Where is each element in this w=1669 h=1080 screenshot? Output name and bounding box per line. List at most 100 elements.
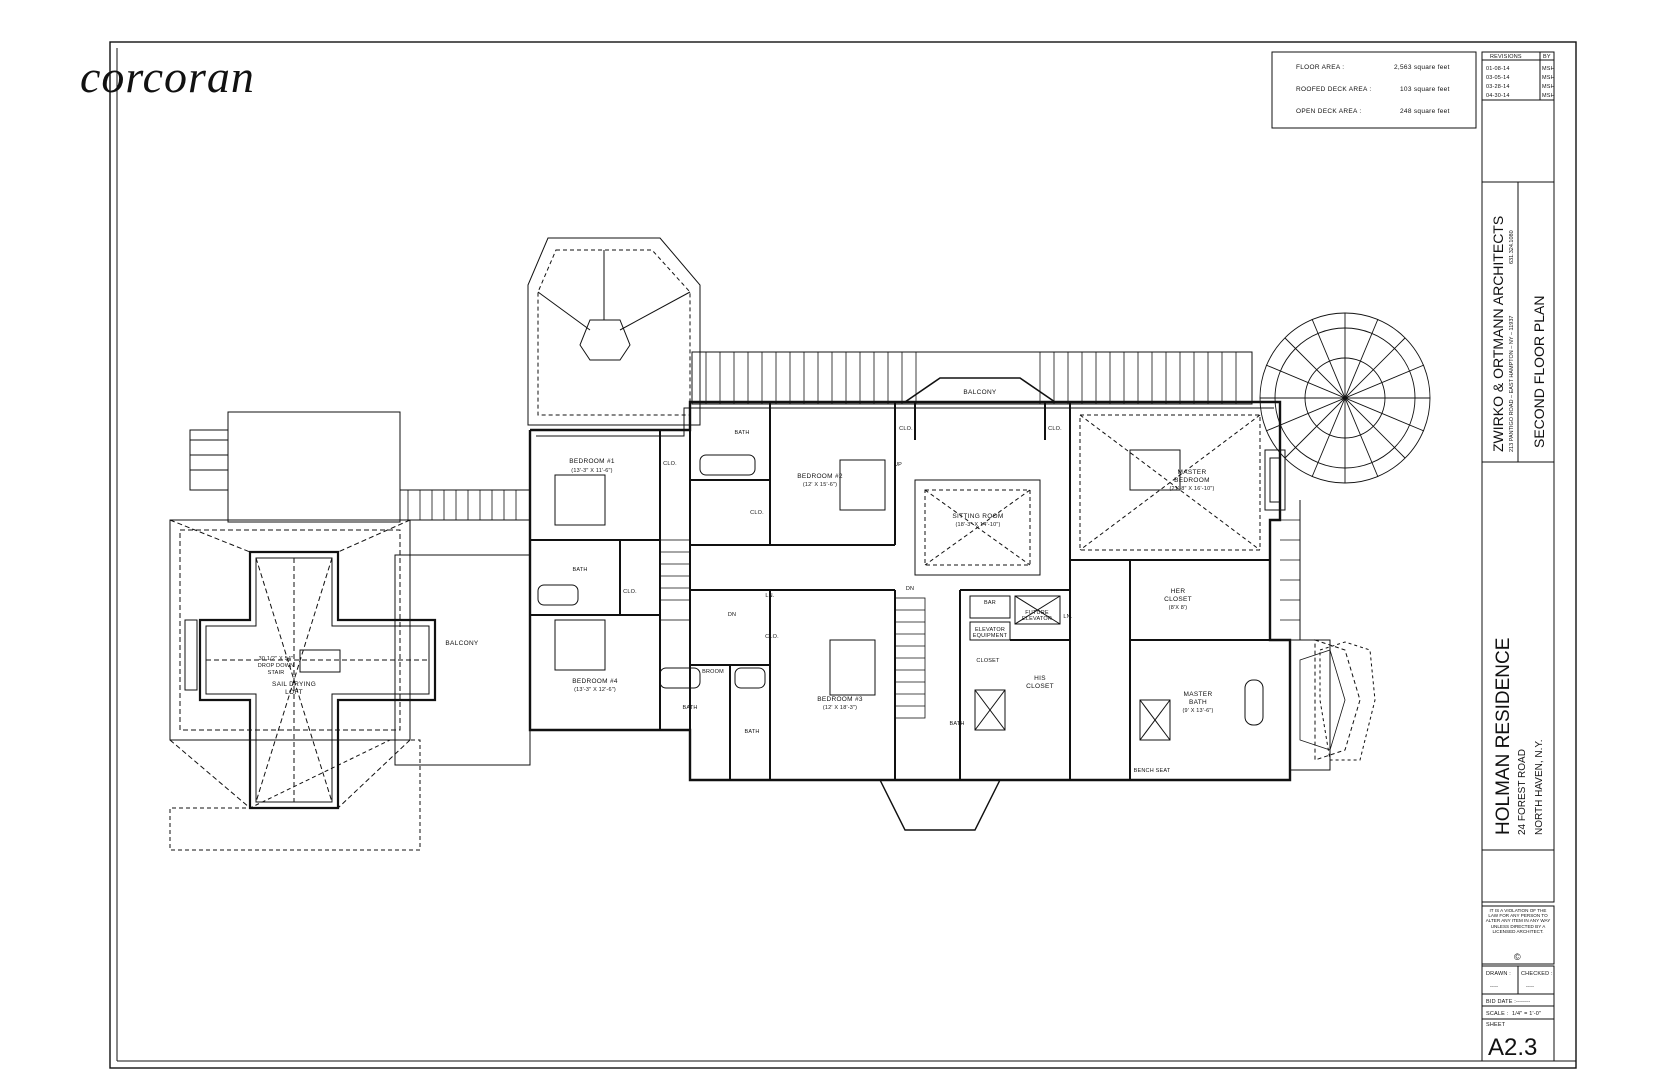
revision-date: 01-08-14 <box>1486 66 1510 72</box>
north-deck <box>227 411 401 523</box>
stair-up-label: UP <box>894 462 902 468</box>
top-balcony <box>904 377 1056 403</box>
revision-by: MSH <box>1542 93 1555 99</box>
project-town: NORTH HAVEN, N.Y. <box>1534 739 1545 835</box>
roofed-deck-value: 103 square feet <box>1400 86 1450 93</box>
master-tub <box>1244 679 1264 726</box>
checked-value: ---- <box>1526 984 1534 990</box>
corcoran-logo: corcoran <box>80 51 255 102</box>
legal-box <box>1481 905 1555 965</box>
room-label-bath: BATH <box>572 567 587 573</box>
room-label-balcony-top: BALCONY <box>963 389 997 396</box>
room-label-bedroom-4: BEDROOM #4 <box>572 678 618 685</box>
revision-date: 04-30-14 <box>1486 93 1510 99</box>
room-label-future-elevator: FUTURE <box>1025 610 1049 616</box>
room-label-sail-drying-loft: SAIL DRYING <box>272 681 316 688</box>
open-deck-value: 248 square feet <box>1400 108 1450 115</box>
sheet-label: SHEET <box>1486 1022 1506 1028</box>
room-label-elevator-equipment: ELEVATOR <box>975 627 1005 633</box>
revision-by: MSH <box>1542 75 1555 81</box>
room-label-closet: CLO. <box>765 634 779 640</box>
room-label-her-closet: HER <box>1171 588 1186 595</box>
revision-by: MSH <box>1542 84 1555 90</box>
sheet-title: SECOND FLOOR PLAN <box>1531 296 1547 448</box>
scale-value: 1/4" = 1'-0" <box>1512 1011 1541 1017</box>
room-label-balcony-left: BALCONY <box>445 640 479 647</box>
room-label-bath: BATH <box>949 721 964 727</box>
bed-1 <box>554 474 606 526</box>
shower <box>974 689 1006 731</box>
room-label-master-bath-2: BATH <box>1189 699 1207 706</box>
sheet-number-box <box>1481 1018 1555 1062</box>
south-bay <box>878 779 1002 831</box>
revision-date: 03-28-14 <box>1486 84 1510 90</box>
revisions-by-header: BY <box>1543 54 1551 60</box>
architect-info: ZWIRKO & ORTMANN ARCHITECTS 213 PANTIGO … <box>1490 216 1547 452</box>
room-label-linen: LN. <box>765 593 774 599</box>
copyright-mark: © <box>1514 952 1521 962</box>
room-label-sitting-room: SITTING ROOM <box>952 513 1003 520</box>
room-dim-bedroom-3: (12' X 18'-3") <box>823 705 857 711</box>
bid-date-label: BID DATE : <box>1486 999 1516 1005</box>
room-label-master-bedroom-2: BEDROOM <box>1174 477 1210 484</box>
project-info: HOLMAN RESIDENCE 24 FOREST ROAD NORTH HA… <box>1493 638 1545 835</box>
revisions-table: REVISIONS BY 01-08-14 MSH 03-05-14 MSH 0… <box>1486 54 1555 99</box>
room-label-closet: CLO. <box>623 589 637 595</box>
room-dim-bedroom-4: (13'-3" X 12'-6") <box>574 687 616 693</box>
sheet-number: A2.3 <box>1488 1034 1537 1061</box>
architect-address: 213 PANTIGO ROAD – EAST HAMPTON – NY – 1… <box>1509 316 1515 452</box>
room-label-broom: BROOM <box>702 669 724 675</box>
room-label-bath: BATH <box>682 705 697 711</box>
drawn-label: DRAWN : <box>1486 971 1511 977</box>
room-label-closet: CLO. <box>663 461 677 467</box>
room-label-closet: CLO. <box>899 426 913 432</box>
stair-down-label: DN <box>906 586 914 592</box>
room-dim-bedroom-1: (13'-3" X 11'-6") <box>571 468 612 474</box>
floor-area-value: 2,563 square feet <box>1394 64 1450 71</box>
room-label-her-closet-2: CLOSET <box>1164 596 1192 603</box>
bid-date-value: ------- <box>1516 999 1530 1005</box>
revision-by: MSH <box>1542 66 1555 72</box>
room-dim-master-bedroom: (21'-8" X 16'-10") <box>1169 486 1214 492</box>
open-deck-label: OPEN DECK AREA : <box>1296 108 1362 115</box>
room-dim-her-closet: (8'X 8') <box>1169 605 1188 611</box>
floor-area-label: FLOOR AREA : <box>1296 64 1344 71</box>
north-turret <box>527 237 701 426</box>
room-label-bath: BATH <box>734 430 749 436</box>
revision-date: 03-05-14 <box>1486 75 1510 81</box>
room-dim-master-bath: (9' X 13'-6") <box>1182 708 1213 714</box>
room-dim-sitting-room: (18'-3" X 14'-10") <box>955 522 1000 528</box>
room-label-closet: CLO. <box>1048 426 1062 432</box>
north-pergola <box>691 351 1253 405</box>
stair-note-size: 30 1/2" X 54" <box>259 656 294 662</box>
bed-4 <box>554 619 606 671</box>
pergola-circle <box>1259 312 1431 484</box>
project-name: HOLMAN RESIDENCE <box>1493 638 1514 835</box>
room-label-linen: LN. <box>1063 614 1072 620</box>
bed-3 <box>829 639 876 696</box>
room-label-bench-seat: BENCH SEAT <box>1134 768 1171 774</box>
room-label-bar: BAR <box>984 600 996 606</box>
stair-note-stair: STAIR <box>268 670 285 676</box>
fireplace <box>1264 449 1286 511</box>
room-label-bath: BATH <box>744 729 759 735</box>
area-info-box <box>1271 51 1477 129</box>
room-label-bedroom-3: BEDROOM #3 <box>817 696 863 703</box>
room-label-closet-hall: CLOSET <box>976 658 1000 664</box>
checked-label: CHECKED : <box>1521 971 1553 977</box>
revisions-header: REVISIONS <box>1490 54 1522 60</box>
room-label-closet: CLO. <box>750 510 764 516</box>
room-label-sail-drying-loft-2: LOFT <box>285 689 303 696</box>
room-label-his-closet: HIS <box>1034 675 1046 682</box>
sheet-border <box>109 41 1577 1069</box>
architect-phone: 631.324.1080 <box>1509 230 1515 264</box>
room-label-his-closet-2: CLOSET <box>1026 683 1054 690</box>
scale-label: SCALE : <box>1486 1011 1509 1017</box>
project-street: 24 FOREST ROAD <box>1517 749 1528 835</box>
roofed-deck-label: ROOFED DECK AREA : <box>1296 86 1371 93</box>
room-label-elevator-equipment-2: EQUIPMENT <box>973 633 1008 639</box>
room-label-bedroom-1: BEDROOM #1 <box>569 458 615 465</box>
stair-note-type: DROP DOWN <box>258 663 295 669</box>
main-stair <box>659 539 926 719</box>
